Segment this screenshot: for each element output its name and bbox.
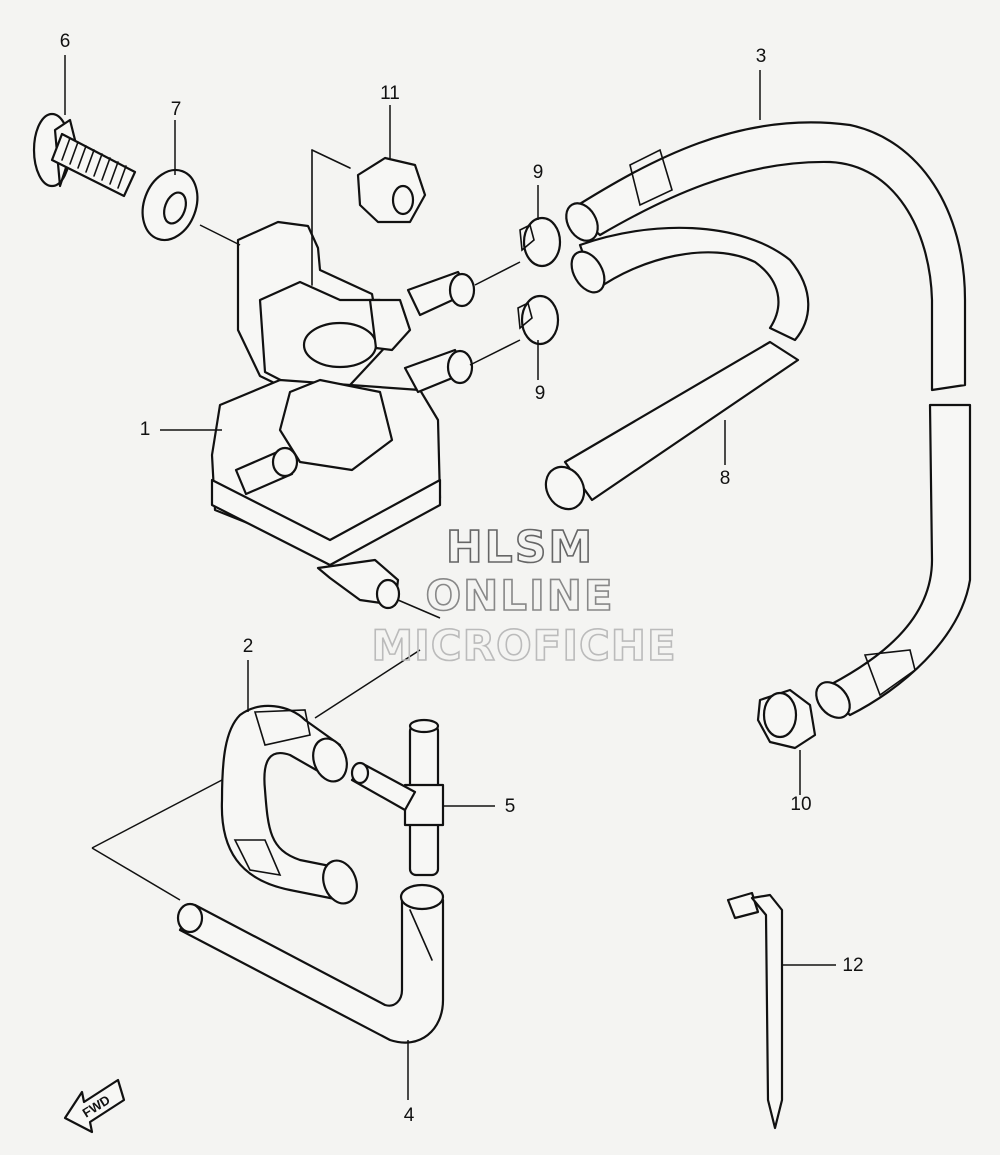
part-6-bolt [32, 112, 137, 198]
callout-8: 8 [720, 468, 731, 489]
callout-3: 3 [756, 46, 767, 67]
fwd-arrow-icon: FWD [63, 1078, 126, 1134]
callout-2: 2 [243, 636, 254, 657]
part-5-t-joint [350, 718, 445, 877]
callout-9-upper: 9 [533, 162, 544, 183]
part-10-cap [756, 688, 817, 750]
callout-6: 6 [60, 31, 71, 52]
part-2-u-hose [220, 704, 358, 905]
callout-10: 10 [790, 794, 811, 815]
part-11-nut [356, 156, 427, 224]
watermark-line-3: MICROFICHE [371, 621, 676, 670]
callout-9-lower: 9 [535, 383, 546, 404]
callout-11: 11 [380, 83, 400, 104]
watermark: HLSM ONLINE MICROFICHE [371, 521, 677, 671]
callout-labels: 6 7 11 3 9 9 1 8 2 5 10 12 4 [60, 31, 864, 1126]
part-3-hose [565, 121, 972, 719]
part-9-clamp-lower [517, 294, 560, 346]
leader-lines [64, 55, 836, 1100]
part-9-clamp-upper [519, 216, 562, 268]
callout-12: 12 [842, 955, 863, 976]
part-12-tie [726, 891, 784, 1130]
callout-1: 1 [140, 419, 151, 440]
watermark-line-1: HLSM [446, 522, 594, 573]
part-8-hose [544, 226, 810, 511]
watermark-line-2: ONLINE [425, 571, 614, 620]
part-1-fuel-valve [210, 149, 476, 610]
part-4-l-hose [176, 883, 445, 1044]
callout-5: 5 [505, 796, 516, 817]
callout-4: 4 [404, 1105, 415, 1126]
part-7-washer [141, 168, 199, 242]
callout-7: 7 [171, 99, 182, 120]
